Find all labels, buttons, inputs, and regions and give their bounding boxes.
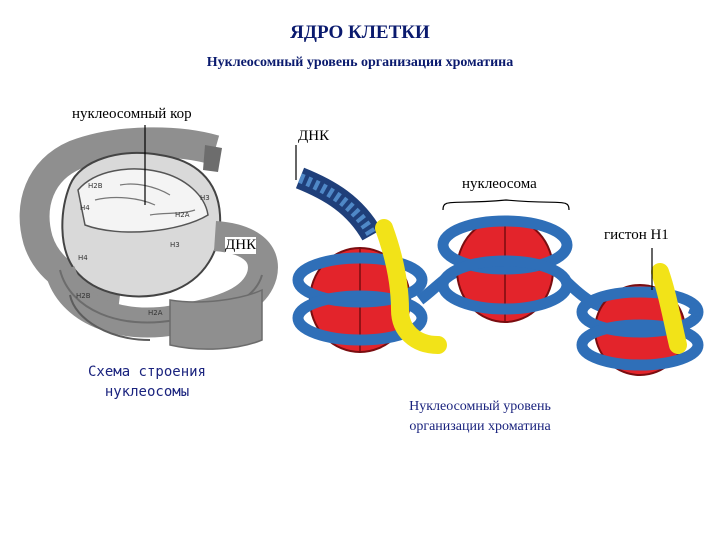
right-caption-line-2: организации хроматина	[409, 419, 551, 434]
right-dna-label: ДНК	[298, 128, 330, 144]
dna-ribbon-tail	[169, 288, 263, 350]
histone-letter: H2A	[148, 309, 163, 317]
left-caption-line-1: Схема строения	[87, 364, 206, 380]
right-caption-line-1: Нуклеосомный уровень	[409, 399, 551, 414]
core-lower-shadow	[69, 294, 151, 341]
nucleosome-label: нуклеосома	[462, 176, 537, 192]
page-title: ЯДРО КЛЕТКИ	[290, 22, 430, 43]
histone-letter: H3	[170, 241, 180, 249]
histone-letter: H2B	[88, 182, 103, 190]
right-caption: Нуклеосомный уровень организации хромати…	[370, 397, 590, 437]
histone-h1-label: гистон H1	[604, 227, 669, 243]
dna-outgoing	[687, 302, 703, 318]
right-chromatin-illustration	[292, 145, 704, 376]
left-caption-line-2: нуклеосомы	[104, 384, 190, 400]
left-caption: Схема строения нуклеосомы	[72, 362, 222, 402]
histone-letter: H2A	[175, 211, 190, 219]
dna-ribbon-end	[203, 145, 222, 172]
histone-letter: H3	[200, 194, 210, 202]
histone-h1-1	[375, 219, 447, 354]
histone-letters: H2B H4 H3 H2A H3 H4 H2B H2A	[76, 182, 210, 317]
histone-letter: H4	[78, 254, 88, 262]
dna-wrap-2a	[437, 215, 573, 275]
dna-wrap-3b	[576, 319, 704, 371]
core-label: нуклеосомный кор	[72, 106, 192, 122]
histone-letter: H2B	[76, 292, 91, 300]
histone-letter: H4	[80, 204, 90, 212]
page-subtitle: Нуклеосомный уровень организации хромати…	[206, 55, 514, 70]
dna-wrap-1a	[292, 252, 428, 308]
left-nucleosome-schematic	[19, 125, 278, 350]
dna-strand-incoming-hatch	[298, 173, 377, 238]
dna-wrap-1b	[292, 290, 428, 346]
left-dna-label: ДНК	[225, 237, 257, 254]
nucleosome-bracket	[442, 199, 570, 211]
histone-h1-2	[651, 263, 687, 354]
